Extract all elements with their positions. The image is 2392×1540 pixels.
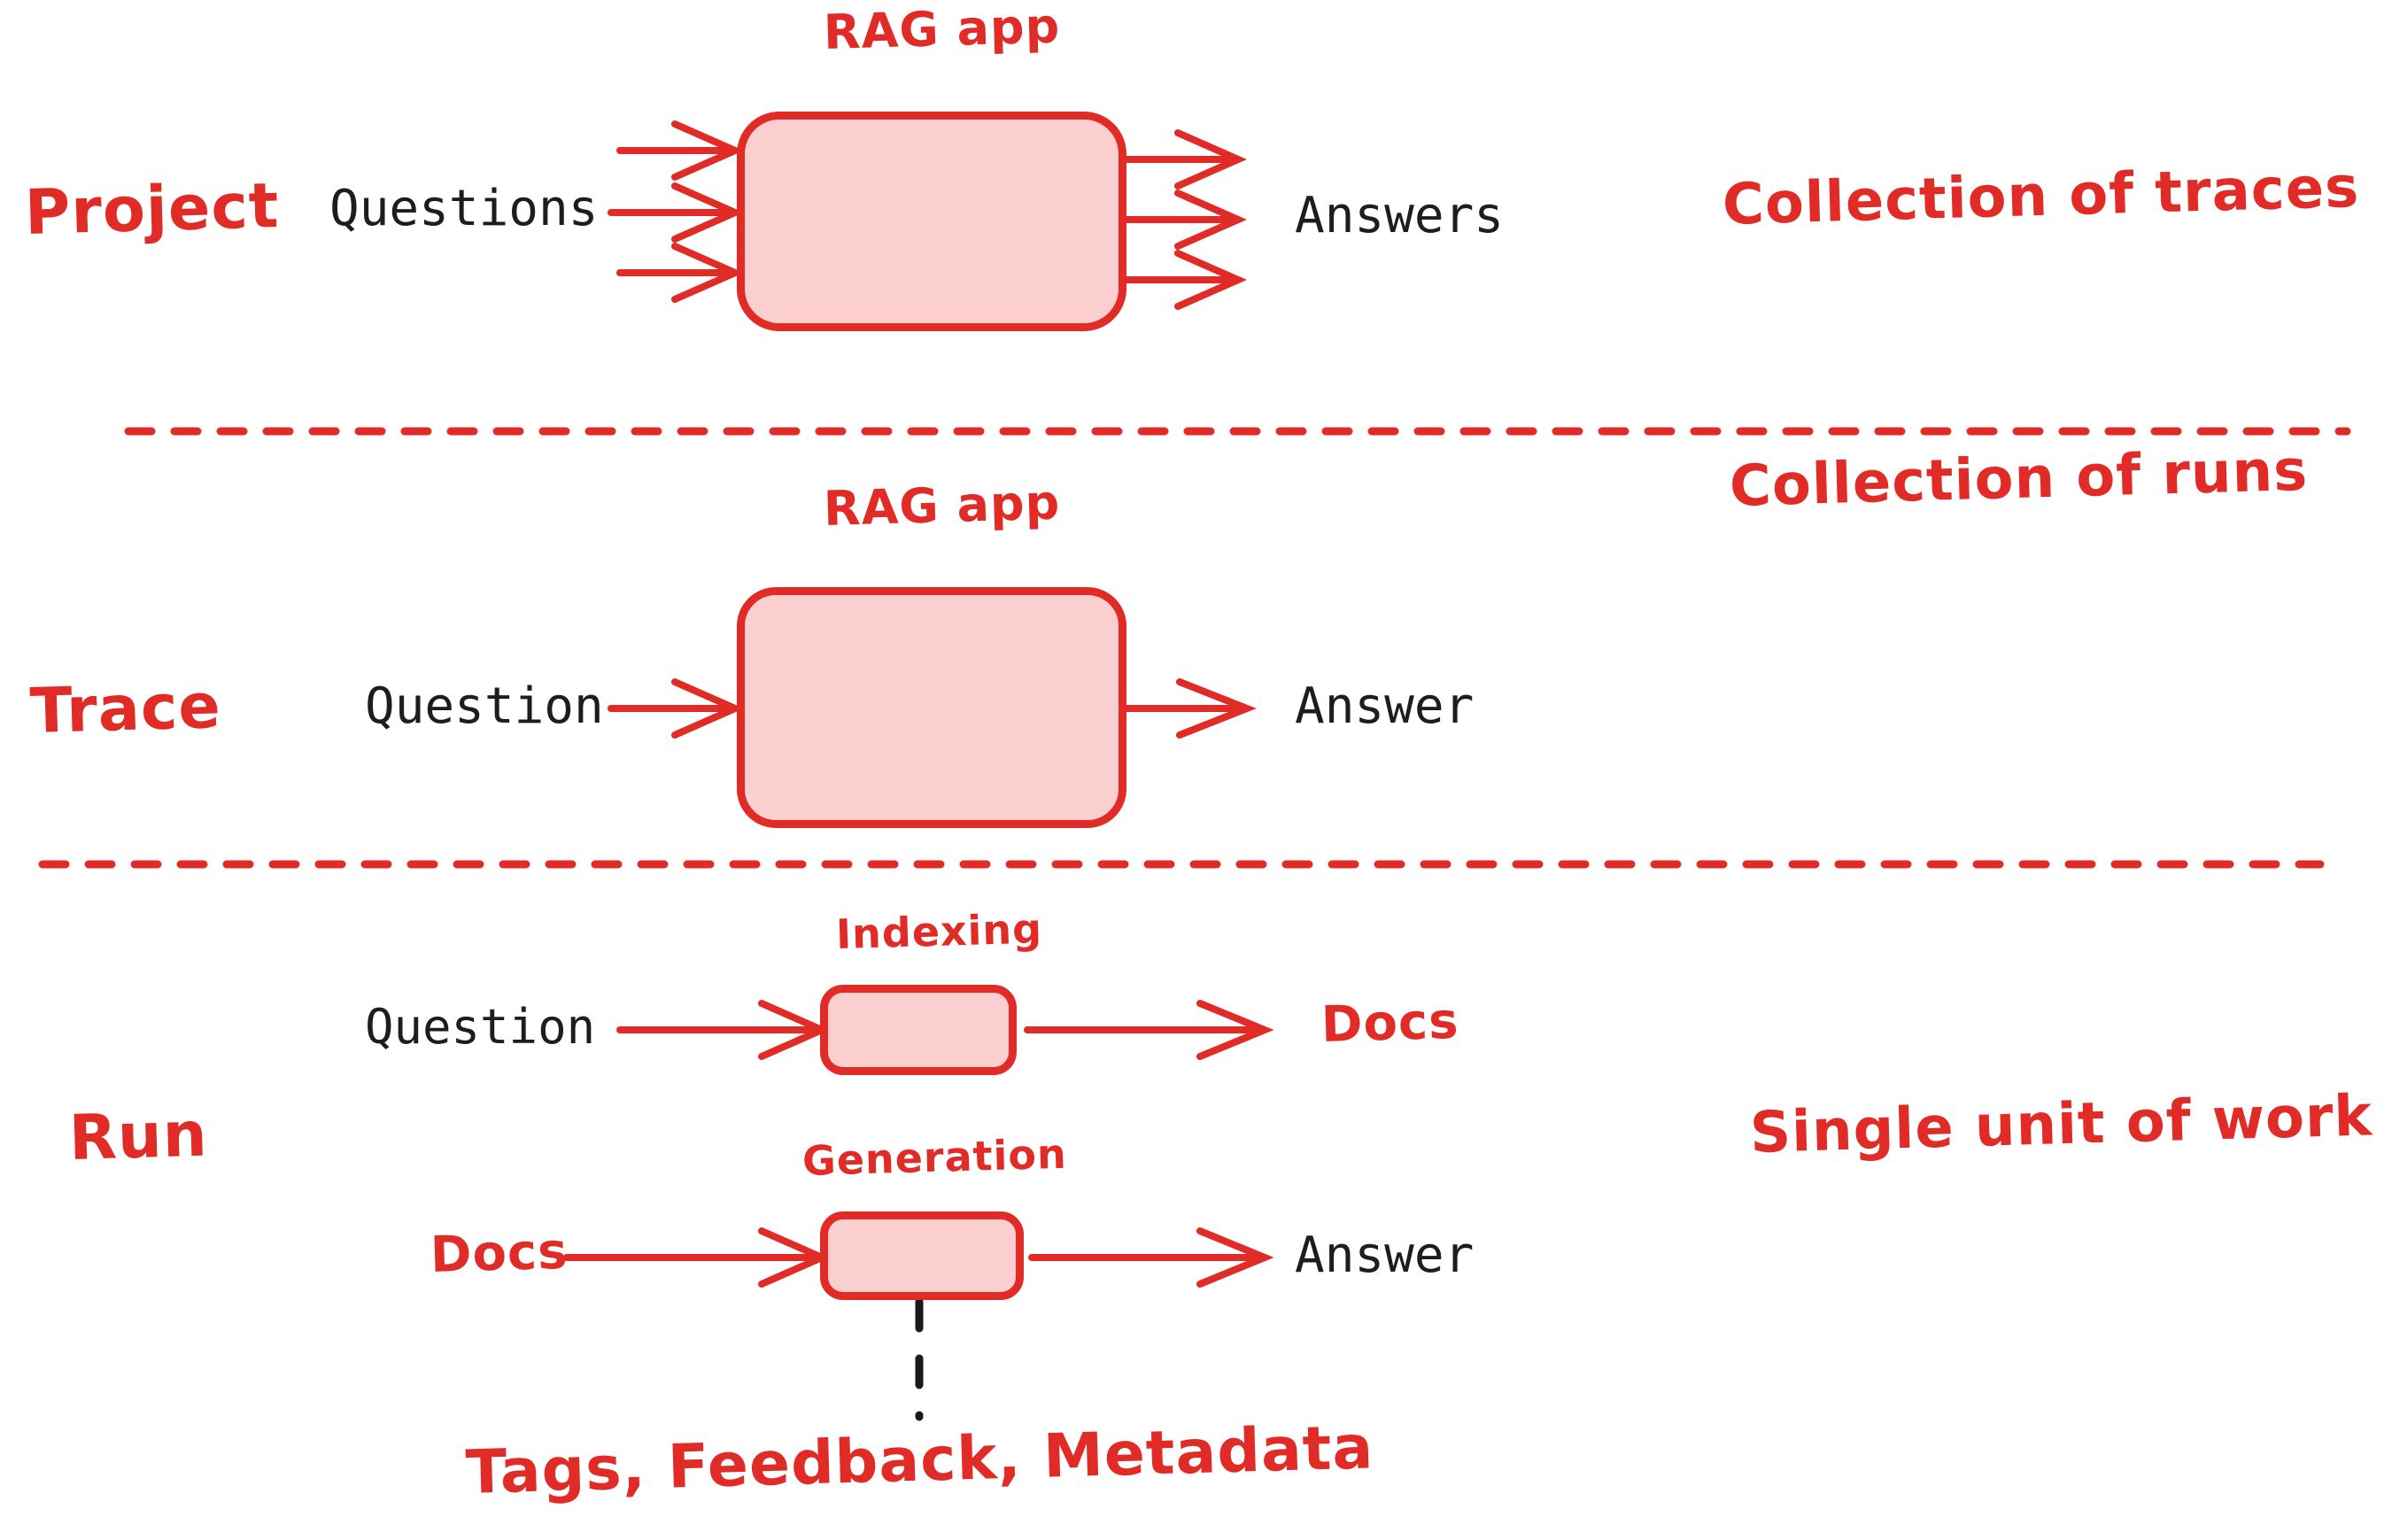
- trace-output-label: Answer: [1295, 677, 1475, 735]
- indexing-input-label: Question: [365, 999, 596, 1055]
- project-rag-app-box: [737, 112, 1126, 331]
- indexing-output-arrow: [1024, 1000, 1274, 1060]
- indexing-output-label: Docs: [1320, 992, 1460, 1054]
- project-description-label: Collection of traces: [1721, 154, 2361, 238]
- generation-input-label: Docs: [430, 1222, 569, 1284]
- metadata-annotation-label: Tags, Feedback, Metadata: [464, 1412, 1375, 1508]
- indexing-box: [820, 985, 1017, 1075]
- section-label-run: Run: [67, 1097, 209, 1174]
- trace-input-label: Question: [365, 677, 604, 735]
- project-output-label: Answers: [1295, 187, 1505, 244]
- project-input-label: Questions: [329, 180, 599, 237]
- trace-input-arrow: [608, 678, 744, 739]
- project-output-arrows: [1121, 129, 1247, 310]
- project-input-arrows: [608, 120, 744, 303]
- run-description-label: Single unit of work: [1748, 1083, 2374, 1166]
- generation-output-arrow: [1028, 1227, 1274, 1288]
- generation-input-arrow: [563, 1227, 831, 1288]
- trace-output-arrow: [1121, 678, 1257, 739]
- indexing-input-arrow: [616, 1000, 831, 1060]
- trace-description-label: Collection of runs: [1728, 437, 2310, 520]
- section-label-trace: Trace: [28, 669, 222, 747]
- generation-box: [820, 1211, 1024, 1300]
- project-box-label: RAG app: [823, 0, 1062, 60]
- trace-rag-app-box: [737, 587, 1126, 828]
- generation-output-label: Answer: [1295, 1227, 1475, 1284]
- section-label-project: Project: [23, 168, 281, 249]
- trace-box-label: RAG app: [823, 474, 1062, 537]
- indexing-box-label: Indexing: [835, 904, 1043, 958]
- generation-box-label: Generation: [801, 1129, 1068, 1185]
